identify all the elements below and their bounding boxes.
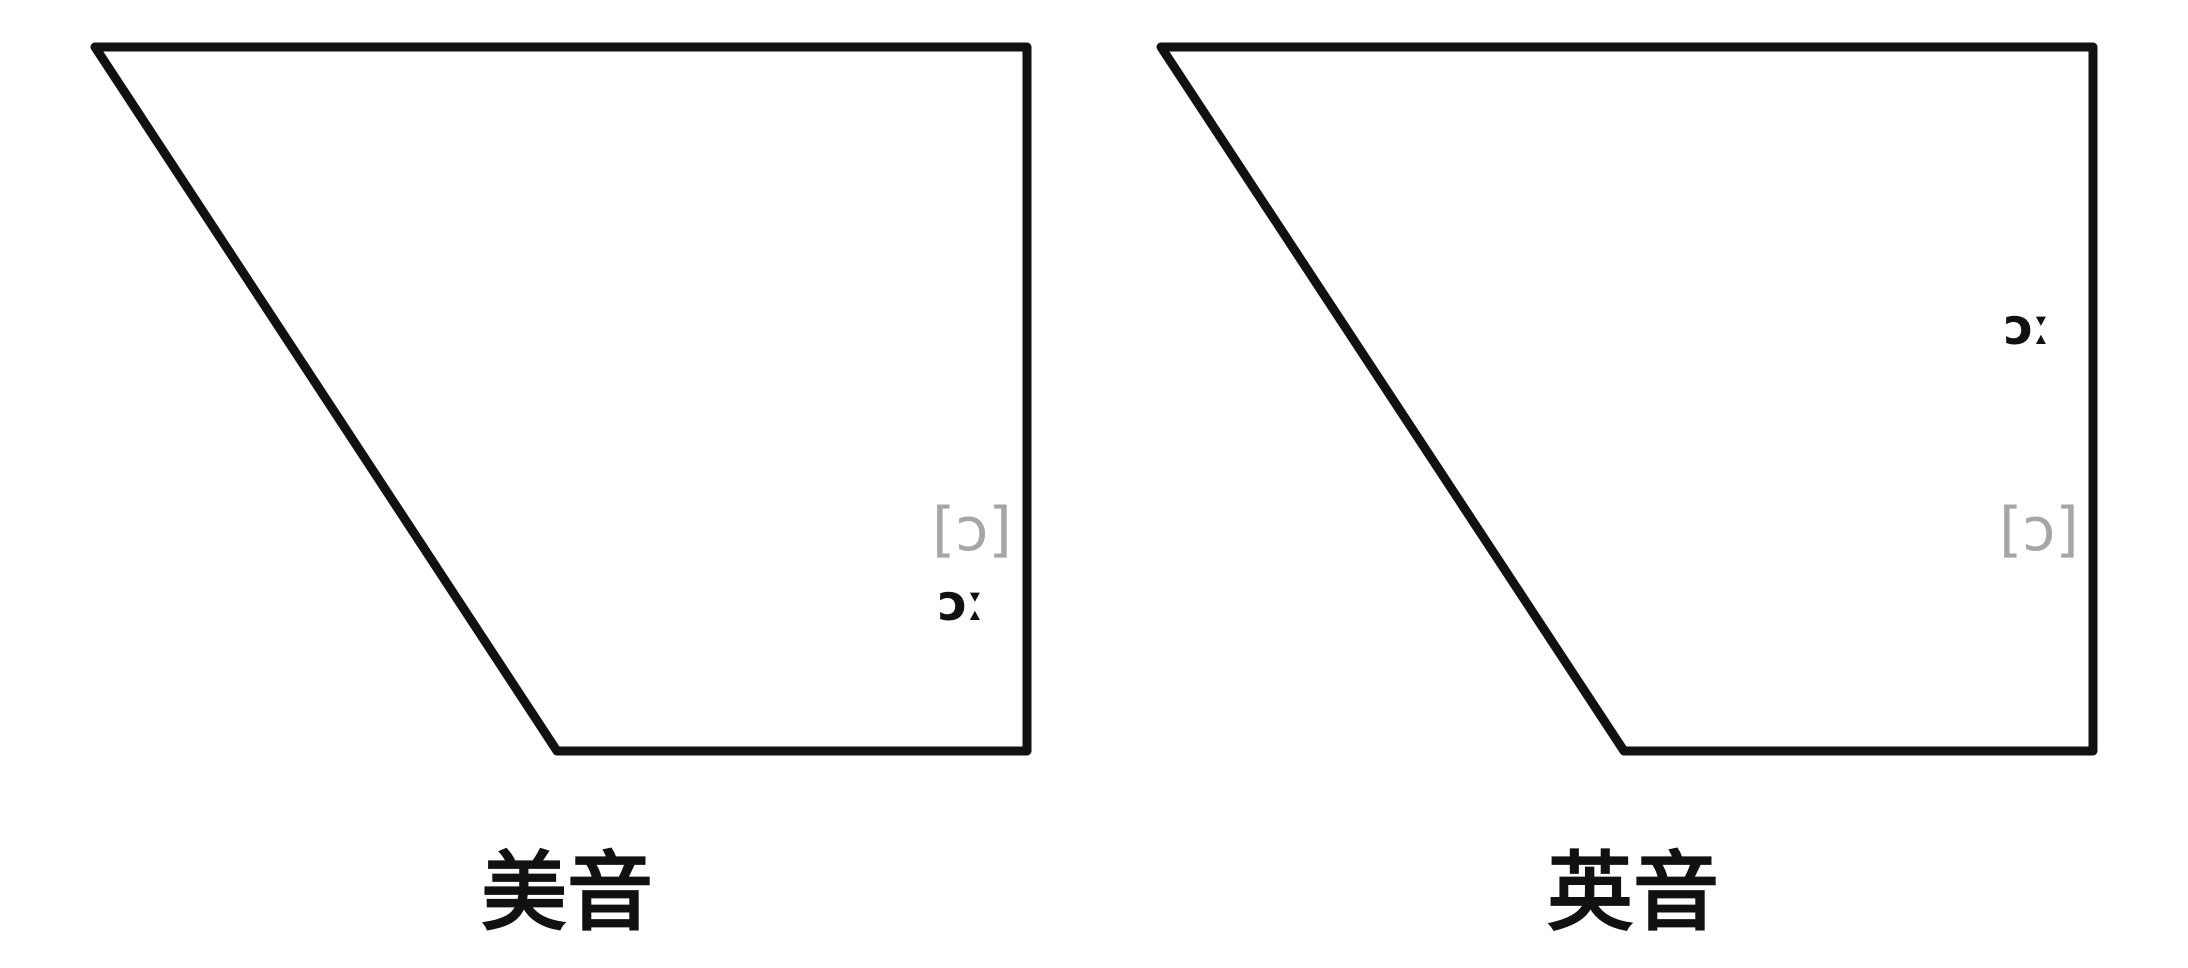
british-bracketed-vowel-label: [ɔ] <box>1999 495 2079 565</box>
american-pronunciation-caption: 美音 <box>481 842 653 943</box>
american-bracketed-vowel-label: [ɔ] <box>932 495 1012 565</box>
british-vowel-trapezoid <box>1156 42 2098 756</box>
american-long-vowel-label: ɔː <box>938 574 985 632</box>
british-pronunciation-caption: 英音 <box>1547 842 1719 943</box>
american-vowel-trapezoid <box>90 42 1032 756</box>
british-long-vowel-label: ɔː <box>2004 298 2051 356</box>
